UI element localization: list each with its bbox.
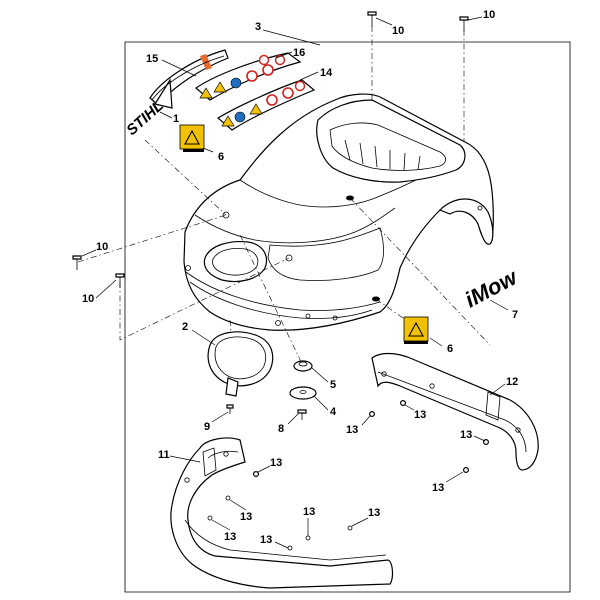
callout-13-g: 13: [224, 531, 236, 543]
warning-decal-6-right: [403, 316, 429, 344]
callout-12: 12: [506, 376, 518, 388]
callout-13-e: 13: [270, 457, 282, 469]
callout-15: 15: [146, 53, 158, 65]
callout-14: 14: [320, 67, 333, 79]
callout-4: 4: [330, 406, 337, 418]
callout-11: 11: [158, 449, 170, 461]
callout-13-b: 13: [414, 409, 426, 421]
stihl-logo: STIHL: [123, 97, 167, 139]
bumper-12-right: [371, 352, 539, 471]
callout-10-left-upper: 10: [96, 241, 108, 253]
callout-13-j: 13: [368, 507, 380, 519]
callout-10-left-lower: 10: [82, 293, 94, 305]
callout-5: 5: [330, 379, 336, 391]
callout-9: 9: [204, 421, 210, 433]
bumper-11-front: [170, 437, 394, 589]
screw-10-left-lower: [115, 273, 125, 288]
screws-13: [253, 400, 490, 478]
callout-16: 16: [293, 47, 305, 59]
leader-lines: [81, 16, 509, 549]
callout-1: 1: [173, 113, 179, 125]
callout-13-d: 13: [432, 482, 444, 494]
decal-15-strip: [149, 49, 229, 109]
callout-7: 7: [512, 309, 518, 321]
assembly-frame: [124, 41, 571, 593]
callout-3: 3: [255, 21, 261, 33]
hood-body: [183, 93, 494, 331]
screw-8: [297, 409, 307, 420]
callout-13-i: 13: [303, 506, 315, 518]
callout-13-h: 13: [260, 534, 272, 546]
screw-9: [226, 404, 234, 414]
screw-10-top-right: [459, 16, 469, 32]
warning-decal-6-top: [179, 124, 205, 152]
callout-13-a: 13: [346, 424, 358, 436]
spacer-5: [293, 360, 313, 372]
callout-8: 8: [278, 423, 284, 435]
screw-10-left-upper: [72, 255, 82, 270]
callout-6-top: 6: [218, 151, 224, 163]
decal-14: [216, 79, 316, 131]
callout-13-c: 13: [460, 429, 472, 441]
washer-4: [289, 386, 317, 400]
screw-10-top-left: [367, 11, 377, 27]
callout-2: 2: [182, 321, 188, 333]
callout-labels: 1 2 3 4 5 6 6 7 8 9 10 10 10 10 11 12 13…: [82, 9, 518, 546]
callout-10-top-right: 10: [483, 9, 495, 21]
callout-10-top-left: 10: [392, 25, 404, 37]
callout-6-right: 6: [447, 343, 453, 355]
decal-16: [195, 52, 302, 101]
headlight-lens-2: [207, 331, 274, 397]
imow-logo: iMow: [461, 264, 523, 313]
callout-13-f: 13: [240, 511, 252, 523]
